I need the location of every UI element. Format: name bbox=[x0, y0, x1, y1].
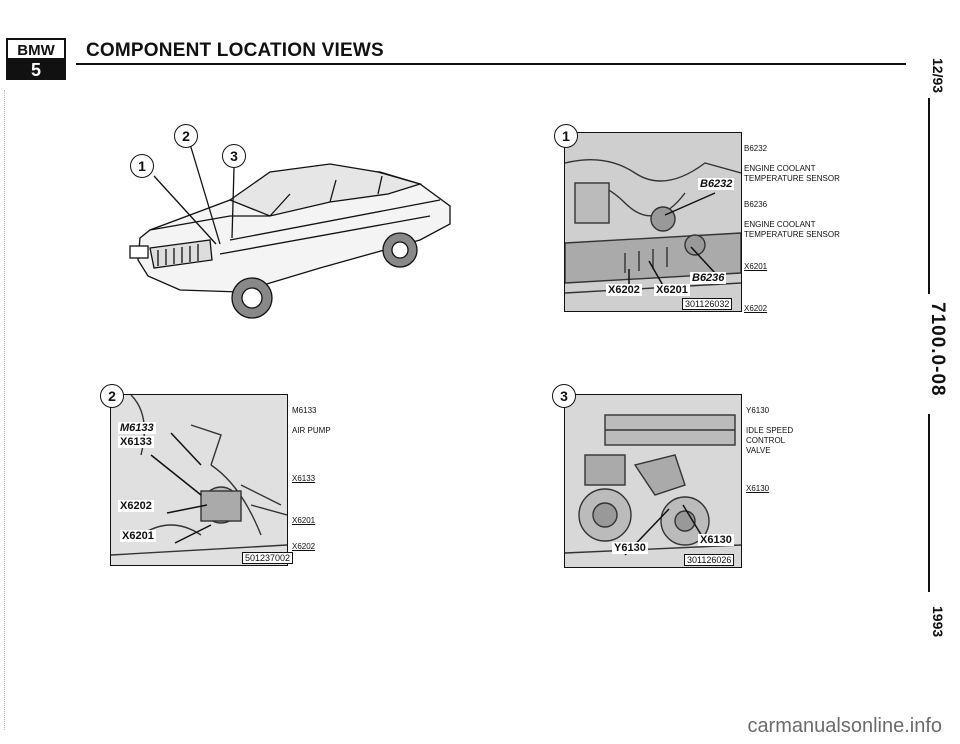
side-year: 1993 bbox=[930, 606, 946, 638]
view-1-figure: 1 B6232 B6236 X6202 X6201 301126032 B623… bbox=[550, 120, 850, 320]
legend-code: B6232 bbox=[744, 144, 768, 153]
legend-code: X6201 bbox=[292, 516, 316, 525]
logo-series-text: 5 bbox=[31, 60, 41, 80]
logo-bmw-text: BMW bbox=[17, 42, 55, 59]
view-3-legend: Y6130 IDLE SPEED CONTROL VALVE X6130 bbox=[746, 396, 810, 504]
car-callout-2: 2 bbox=[174, 124, 198, 148]
side-date: 12/93 bbox=[930, 58, 946, 94]
legend-code: X6202 bbox=[744, 304, 768, 313]
view-2-legend: M6133 AIR PUMP X6133 X6201 X6202 bbox=[292, 396, 356, 562]
watermark: carmanualsonline.info bbox=[747, 715, 942, 737]
view-3-callout: 3 bbox=[552, 384, 576, 408]
legend-code: Y6130 bbox=[746, 406, 770, 415]
legend-code: X6133 bbox=[292, 474, 316, 483]
legend-code: X6130 bbox=[746, 484, 770, 493]
view-1-label-x6202: X6202 bbox=[606, 284, 642, 296]
view-2-label-m6133: M6133 bbox=[118, 422, 156, 434]
bmw-5-series-logo: BMW 5 bbox=[6, 38, 66, 80]
view-1-label-b6232: B6232 bbox=[698, 178, 735, 190]
view-3-figure: 3 X6130 Y6130 301126026 Y6130 IDLE SPEED… bbox=[550, 382, 810, 578]
view-2-ref-number: 501237002 bbox=[242, 552, 294, 564]
view-2-label-x6202: X6202 bbox=[118, 500, 154, 512]
page-title: COMPONENT LOCATION VIEWS bbox=[86, 40, 384, 61]
side-rule-upper bbox=[928, 98, 930, 294]
view-2-label-x6133: X6133 bbox=[118, 436, 154, 448]
car-callout-1: 1 bbox=[130, 154, 154, 178]
view-2-callout: 2 bbox=[100, 384, 124, 408]
view-3-label-y6130: Y6130 bbox=[612, 542, 648, 554]
header-rule bbox=[76, 63, 906, 65]
legend-code: B6236 bbox=[744, 200, 768, 209]
view-2-label-x6201: X6201 bbox=[120, 530, 156, 542]
legend-code: X6201 bbox=[744, 262, 768, 271]
view-1-ref-number: 301126032 bbox=[682, 298, 733, 310]
legend-desc: ENGINE COOLANT TEMPERATURE SENSOR bbox=[744, 164, 840, 183]
view-3-label-x6130: X6130 bbox=[698, 534, 734, 546]
view-1-label-x6201: X6201 bbox=[654, 284, 690, 296]
car-illustration bbox=[129, 143, 451, 319]
view-3-photo bbox=[564, 394, 742, 568]
view-1-photo bbox=[564, 132, 742, 312]
legend-desc: ENGINE COOLANT TEMPERATURE SENSOR bbox=[744, 220, 840, 239]
view-3-ref-number: 301126026 bbox=[684, 554, 735, 566]
left-margin-line bbox=[4, 90, 6, 730]
legend-desc: AIR PUMP bbox=[292, 426, 331, 435]
side-document-number: 7100.0-08 bbox=[927, 302, 948, 397]
view-2-figure: 2 M6133 X6133 X6202 X6201 501237002 M613… bbox=[96, 382, 356, 578]
car-callout-3: 3 bbox=[222, 144, 246, 168]
view-1-label-b6236: B6236 bbox=[690, 272, 727, 284]
legend-desc: IDLE SPEED CONTROL VALVE bbox=[746, 426, 794, 455]
side-rule-lower bbox=[928, 414, 930, 592]
legend-code: X6202 bbox=[292, 542, 316, 551]
view-1-callout: 1 bbox=[554, 124, 578, 148]
legend-code: M6133 bbox=[292, 406, 317, 415]
view-1-legend: B6232 ENGINE COOLANT TEMPERATURE SENSOR … bbox=[744, 134, 844, 324]
car-overview-figure: 1 2 3 bbox=[120, 120, 460, 330]
